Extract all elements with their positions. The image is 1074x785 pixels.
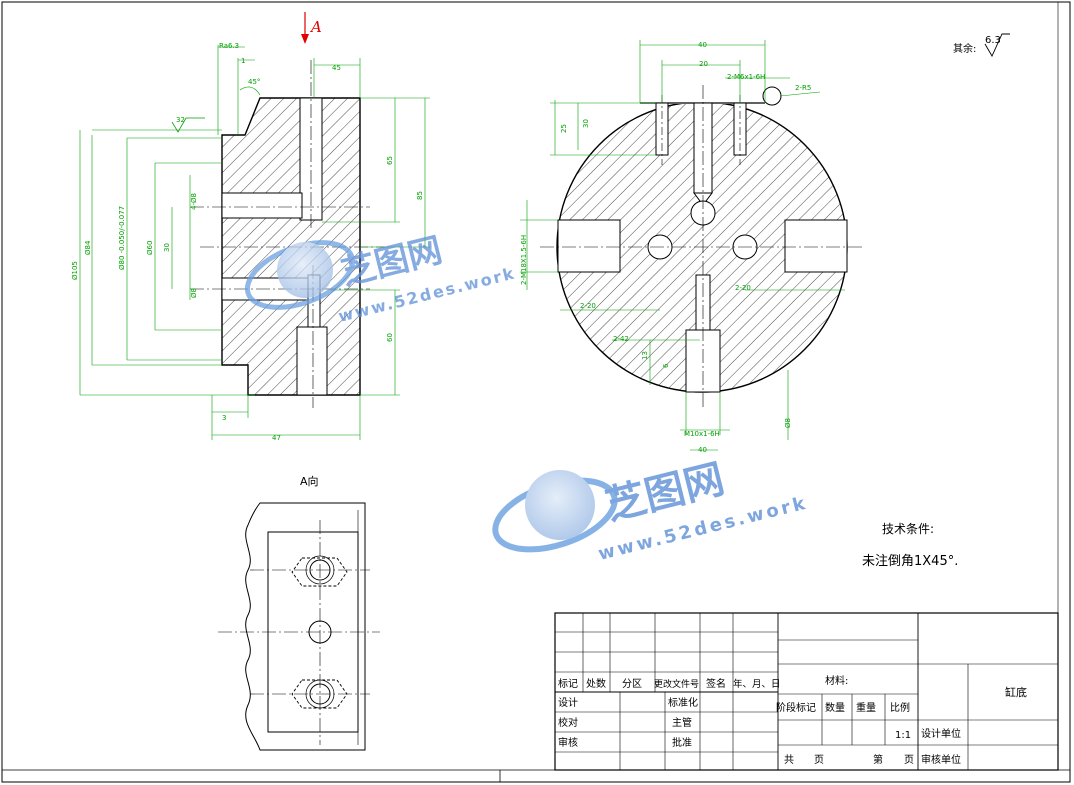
svg-text:年、月、日: 年、月、日 <box>733 678 781 690</box>
svg-text:更改文件号: 更改文件号 <box>654 678 699 690</box>
left-dimensions <box>79 45 430 440</box>
svg-text:签名: 签名 <box>706 677 726 690</box>
svg-text:主管: 主管 <box>672 716 692 729</box>
svg-text:M10x1-6H: M10x1-6H <box>684 430 720 438</box>
svg-text:审核单位: 审核单位 <box>921 753 961 766</box>
svg-text:处数: 处数 <box>586 677 606 690</box>
watermark-2: 芝图网 www.52des.work <box>492 456 810 565</box>
svg-text:重量: 重量 <box>856 701 876 714</box>
scale-value: 1:1 <box>895 730 911 741</box>
svg-text:Ø84: Ø84 <box>84 240 92 255</box>
title-block-texts: 标记 处数 分区 更改文件号 签名 年、月、日 设计 标准化 校对 主管 审核 … <box>558 674 1027 766</box>
svg-text:2-20: 2-20 <box>580 302 596 310</box>
part-name: 缸底 <box>1005 685 1027 699</box>
svg-text:审核: 审核 <box>558 736 578 749</box>
svg-text:标记: 标记 <box>558 678 578 690</box>
svg-text:32: 32 <box>176 116 185 124</box>
svg-text:30: 30 <box>582 119 590 128</box>
svg-text:校对: 校对 <box>558 716 578 729</box>
svg-text:60: 60 <box>386 333 394 342</box>
svg-text:阶段标记: 阶段标记 <box>776 701 816 714</box>
svg-text:Ø8: Ø8 <box>190 288 198 298</box>
svg-text:Ø105: Ø105 <box>71 261 79 280</box>
view-a-label: A <box>309 18 322 36</box>
svg-text:设计单位: 设计单位 <box>921 727 961 740</box>
svg-text:设计: 设计 <box>558 696 578 709</box>
svg-text:共: 共 <box>784 754 794 766</box>
roughness-symbol: 32 <box>171 116 205 133</box>
svg-text:6: 6 <box>662 363 670 368</box>
svg-text:标准化: 标准化 <box>668 696 698 709</box>
right-dimensions <box>520 40 845 451</box>
svg-text:比例: 比例 <box>890 701 910 714</box>
svg-text:分区: 分区 <box>622 678 642 690</box>
svg-text:2-R5: 2-R5 <box>795 84 811 92</box>
svg-text:30: 30 <box>163 243 171 252</box>
svg-text:25: 25 <box>560 124 568 133</box>
a-view: A向 <box>218 474 380 751</box>
svg-text:页: 页 <box>904 754 914 766</box>
svg-text:1: 1 <box>241 57 245 65</box>
svg-text:4-Ø8: 4-Ø8 <box>190 193 198 210</box>
svg-text:40: 40 <box>698 446 707 454</box>
svg-text:2-42: 2-42 <box>613 335 629 343</box>
svg-text:2-M18X1.5-6H: 2-M18X1.5-6H <box>520 235 528 285</box>
a-view-title: A向 <box>300 474 319 488</box>
svg-text:页: 页 <box>814 754 824 766</box>
svg-text:47: 47 <box>272 434 281 442</box>
surface-finish-note: 其余: 6.3 <box>953 33 1010 57</box>
svg-text:2-M6x1-6H: 2-M6x1-6H <box>727 73 765 81</box>
svg-text:85: 85 <box>416 191 424 200</box>
svg-text:45°: 45° <box>248 78 260 86</box>
svg-text:第: 第 <box>873 753 883 766</box>
svg-text:3: 3 <box>222 414 226 422</box>
svg-text:20: 20 <box>699 60 708 68</box>
svg-text:Ø8: Ø8 <box>784 418 792 428</box>
title-block <box>554 612 1059 771</box>
right-dimension-texts: 40 20 2-M6x1-6H 2-R5 25 30 2-M18X1.5-6H … <box>520 41 811 454</box>
left-section-view <box>190 60 385 408</box>
tech-title: 技术条件: <box>882 522 934 536</box>
svg-text:6.3: 6.3 <box>985 35 1001 46</box>
svg-text:45: 45 <box>332 64 341 72</box>
svg-text:材料:: 材料: <box>825 674 848 687</box>
left-dimension-texts: Ra6.3 1 45° 45 65 85 60 47 3 Ø105 Ø84 Ø8… <box>71 42 424 442</box>
svg-text:其余:: 其余: <box>953 42 976 55</box>
svg-text:Ra6.3: Ra6.3 <box>219 42 239 50</box>
tech-text: 未注倒角1X45°. <box>862 554 958 569</box>
svg-text:2-20: 2-20 <box>735 284 751 292</box>
svg-text:批准: 批准 <box>672 736 692 749</box>
svg-text:Ø80 -0.050/-0.077: Ø80 -0.050/-0.077 <box>118 206 126 270</box>
svg-text:65: 65 <box>386 156 394 165</box>
svg-text:40: 40 <box>698 41 707 49</box>
svg-text:数量: 数量 <box>825 701 845 714</box>
svg-text:13: 13 <box>641 351 649 360</box>
view-a-arrow: A <box>301 12 322 44</box>
right-circular-view <box>540 85 865 410</box>
svg-text:Ø60: Ø60 <box>146 241 154 255</box>
tech-requirements: 技术条件: 未注倒角1X45°. <box>862 522 958 569</box>
